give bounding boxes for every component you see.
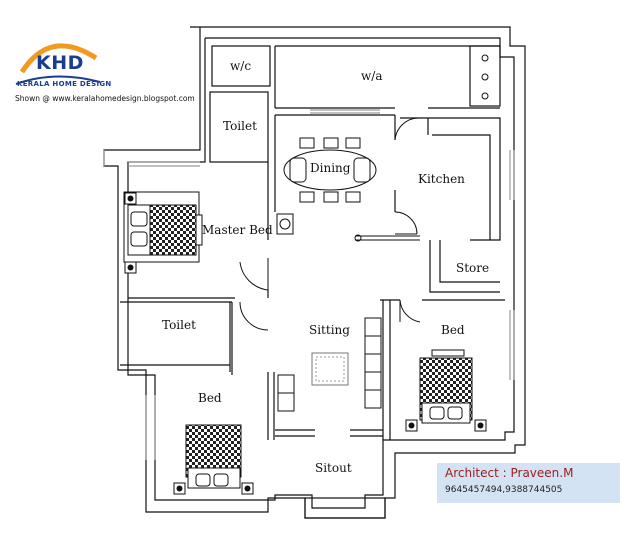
sitting-furniture bbox=[277, 317, 382, 412]
room-label-dining: Dining bbox=[310, 161, 351, 175]
logo-subtitle: KERALA HOME DESIGN bbox=[17, 80, 112, 88]
internal-walls bbox=[120, 45, 505, 519]
architect-credit-box: Architect : Praveen.M 9645457494,9388744… bbox=[437, 463, 620, 503]
credit-text: Shown @ www.keralahomedesign.blogspot.co… bbox=[15, 94, 195, 103]
logo-mark: KHD bbox=[36, 52, 84, 74]
room-label-wa: w/a bbox=[361, 69, 383, 83]
doors bbox=[239, 116, 421, 331]
room-label-toilet-top: Toilet bbox=[223, 119, 257, 133]
sink-fixtures bbox=[276, 54, 489, 235]
dining-table bbox=[283, 137, 377, 203]
bed-left-furniture bbox=[173, 424, 254, 495]
room-label-wc: w/c bbox=[230, 59, 252, 73]
room-label-kitchen: Kitchen bbox=[418, 172, 465, 186]
room-label-master-bed: Master Bed bbox=[202, 223, 273, 237]
room-label-store: Store bbox=[456, 261, 490, 275]
architect-name: Architect : Praveen.M bbox=[445, 466, 574, 480]
logo-swoosh bbox=[15, 43, 101, 85]
architect-phones: 9645457494,9388744505 bbox=[445, 485, 563, 495]
khd-logo: KHD KERALA HOME DESIGN bbox=[14, 44, 114, 94]
room-label-toilet-bottom: Toilet bbox=[162, 318, 196, 332]
bed-right-furniture bbox=[405, 349, 487, 432]
room-label-bed-left: Bed bbox=[198, 391, 222, 405]
room-label-sitting: Sitting bbox=[309, 323, 350, 337]
room-label-sitout: Sitout bbox=[315, 461, 352, 475]
master-bed bbox=[123, 191, 203, 274]
room-label-bed-right: Bed bbox=[441, 323, 465, 337]
windows bbox=[103, 109, 515, 460]
